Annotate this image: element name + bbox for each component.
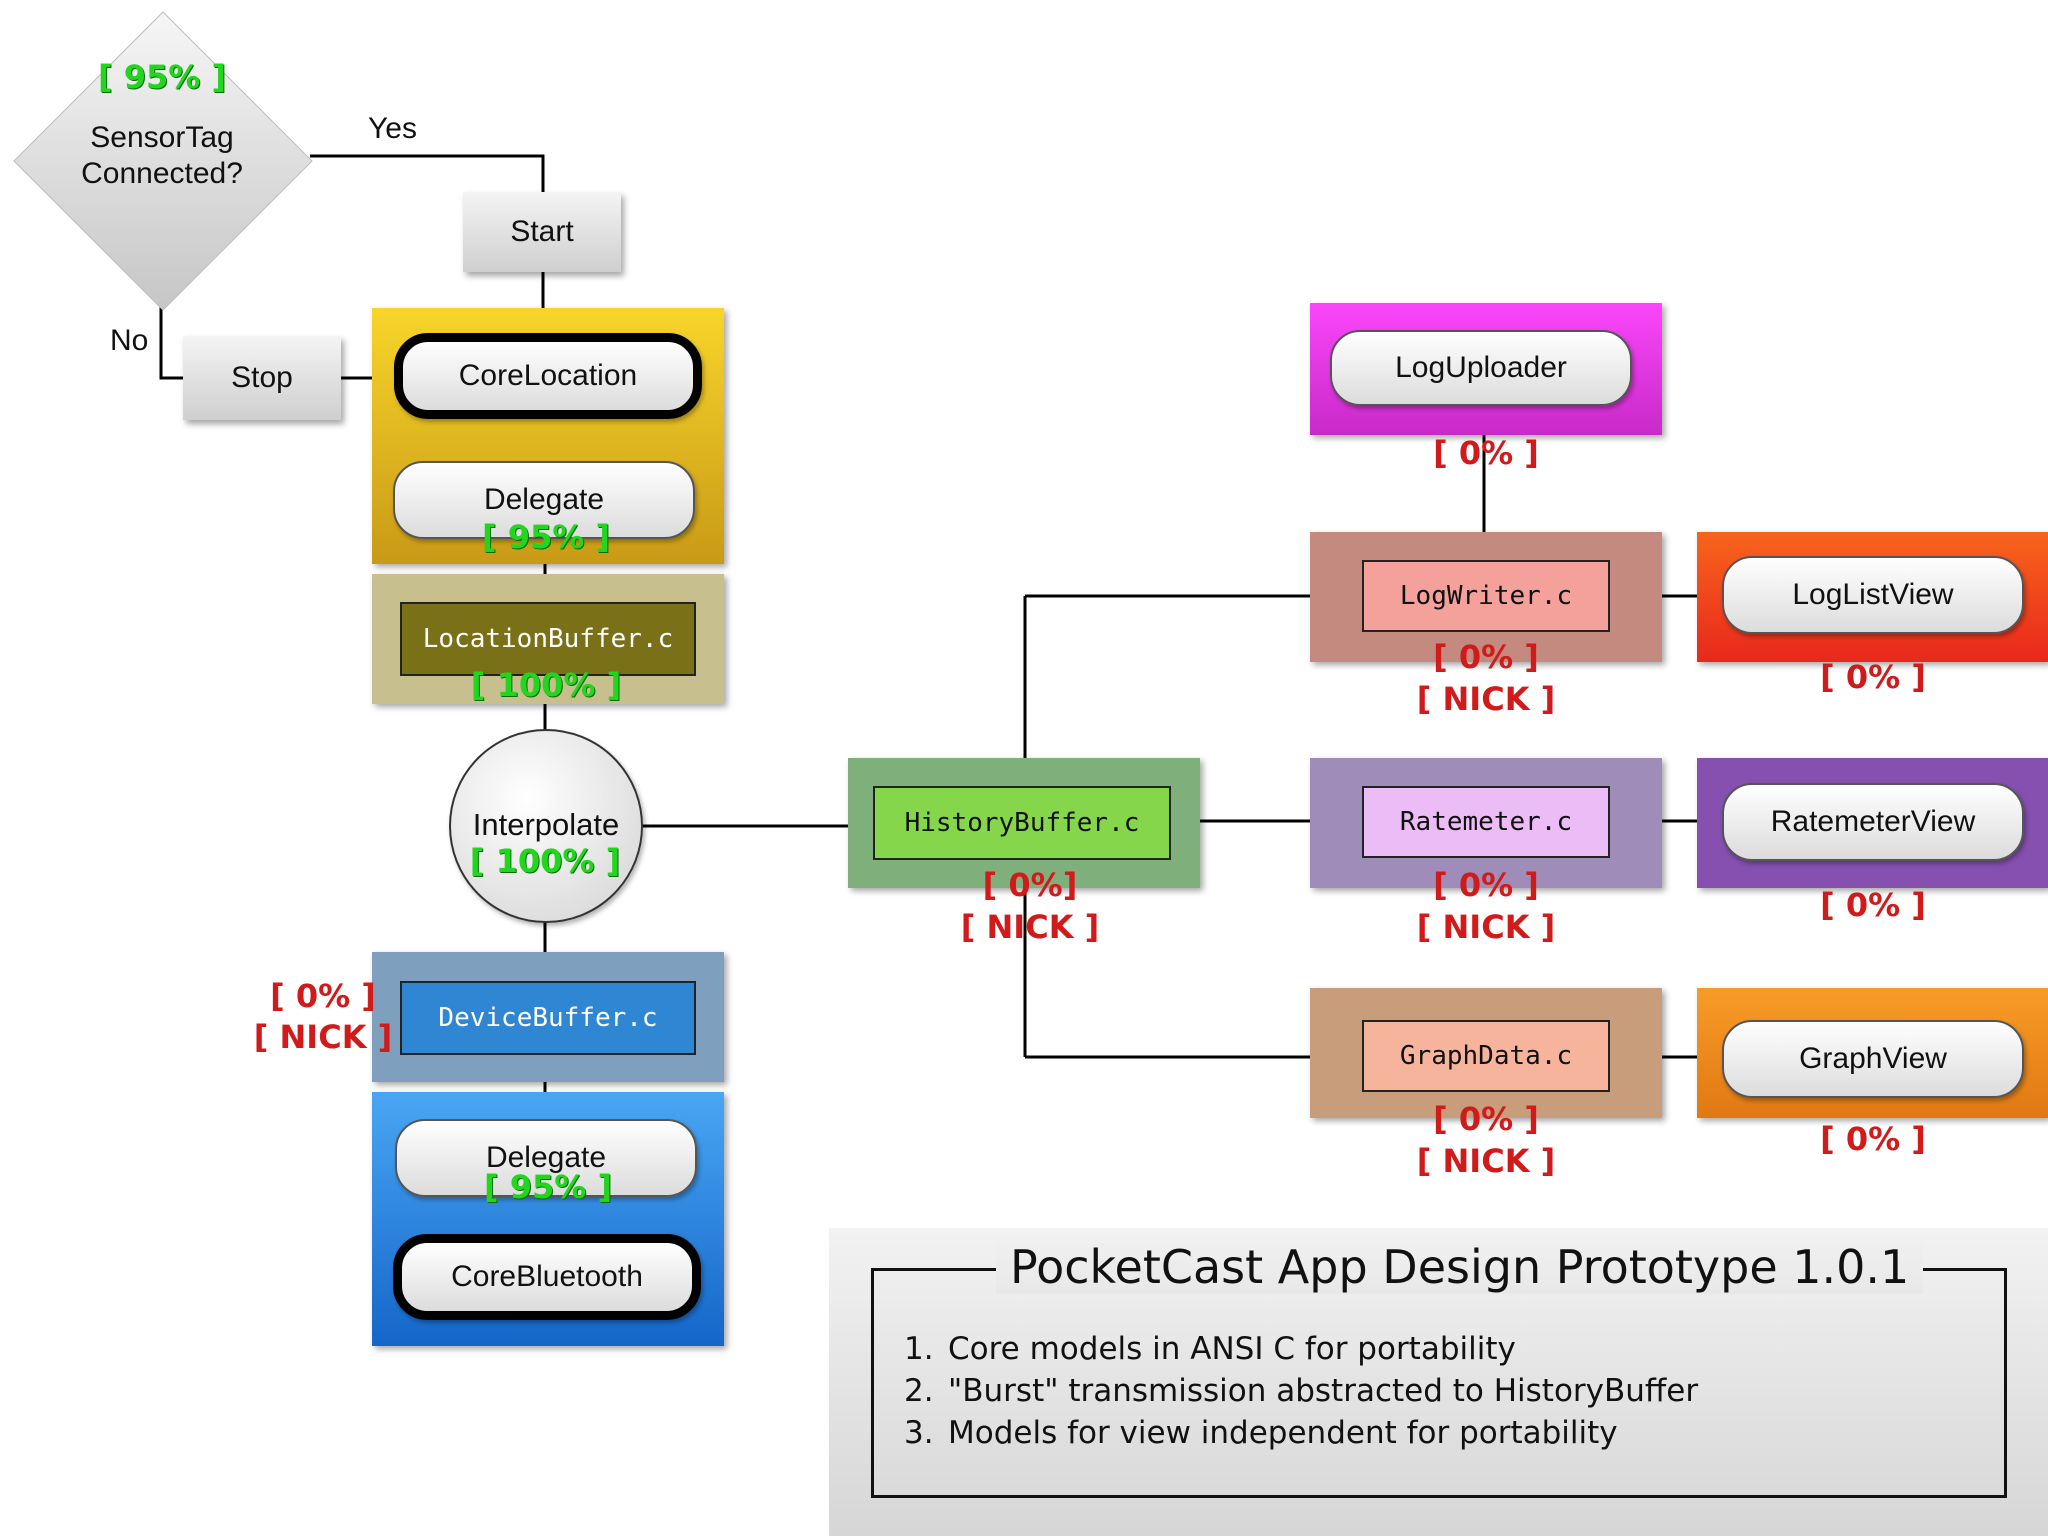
log-writer-percent: [ 0% ] [1433, 638, 1539, 676]
log-list-view-node[interactable]: LogListView [1722, 556, 2024, 634]
history-buffer-node[interactable]: HistoryBuffer.c [873, 786, 1171, 860]
log-writer-node[interactable]: LogWriter.c [1362, 560, 1610, 632]
device-buffer-percent: [ 0% ] [270, 977, 376, 1015]
start-button[interactable]: Start [463, 192, 621, 272]
location-buffer-node[interactable]: LocationBuffer.c [400, 602, 696, 676]
history-buffer-owner: [ NICK ] [960, 908, 1100, 946]
log-uploader-percent: [ 0% ] [1433, 434, 1539, 472]
ratemeter-percent: [ 0% ] [1433, 866, 1539, 904]
log-list-view-percent: [ 0% ] [1820, 658, 1926, 696]
decision-percent: [ 95% ] [97, 58, 227, 96]
ratemeter-owner: [ NICK ] [1416, 908, 1556, 946]
notes-list: 1.Core models in ANSI C for portability … [904, 1328, 1698, 1454]
delegate-top-node[interactable]: Delegate [393, 461, 695, 539]
interpolate-percent: [ 100% ] [469, 842, 621, 880]
ratemeter-node[interactable]: Ratemeter.c [1362, 786, 1610, 858]
notes-item: 3.Models for view independent for portab… [904, 1415, 1618, 1451]
graph-data-node[interactable]: GraphData.c [1362, 1020, 1610, 1092]
device-buffer-owner: [ NICK ] [253, 1018, 393, 1056]
device-buffer-node[interactable]: DeviceBuffer.c [400, 981, 696, 1055]
log-uploader-node[interactable]: LogUploader [1330, 330, 1632, 406]
no-label: No [110, 324, 149, 357]
core-bluetooth-node[interactable]: CoreBluetooth [393, 1234, 701, 1320]
location-buffer-percent: [ 100% ] [470, 666, 622, 704]
delegate-bottom-node[interactable]: Delegate [395, 1119, 697, 1197]
ratemeter-view-percent: [ 0% ] [1820, 886, 1926, 924]
decision-label: SensorTag Connected? [52, 120, 272, 192]
interpolate-node[interactable]: Interpolate [449, 729, 643, 923]
decision-line-2: Connected? [81, 157, 243, 190]
decision-line-1: SensorTag [90, 121, 234, 154]
graph-data-percent: [ 0% ] [1433, 1100, 1539, 1138]
graph-view-percent: [ 0% ] [1820, 1120, 1926, 1158]
interpolate-label: Interpolate [472, 807, 620, 842]
graph-view-node[interactable]: GraphView [1722, 1020, 2024, 1098]
yes-label: Yes [368, 112, 417, 145]
core-location-node[interactable]: CoreLocation [394, 333, 702, 419]
decision-diamond [13, 11, 313, 311]
history-buffer-percent: [ 0%] [982, 866, 1078, 904]
log-writer-owner: [ NICK ] [1416, 680, 1556, 718]
ratemeter-view-node[interactable]: RatemeterView [1722, 783, 2024, 861]
stop-button[interactable]: Stop [183, 336, 341, 420]
notes-item: 1.Core models in ANSI C for portability [904, 1331, 1516, 1367]
delegate-bottom-percent: [ 95% ] [483, 1168, 613, 1206]
notes-title: PocketCast App Design Prototype 1.0.1 [996, 1240, 1924, 1294]
delegate-top-percent: [ 95% ] [481, 518, 611, 556]
notes-item: 2."Burst" transmission abstracted to His… [904, 1373, 1699, 1409]
graph-data-owner: [ NICK ] [1416, 1142, 1556, 1180]
